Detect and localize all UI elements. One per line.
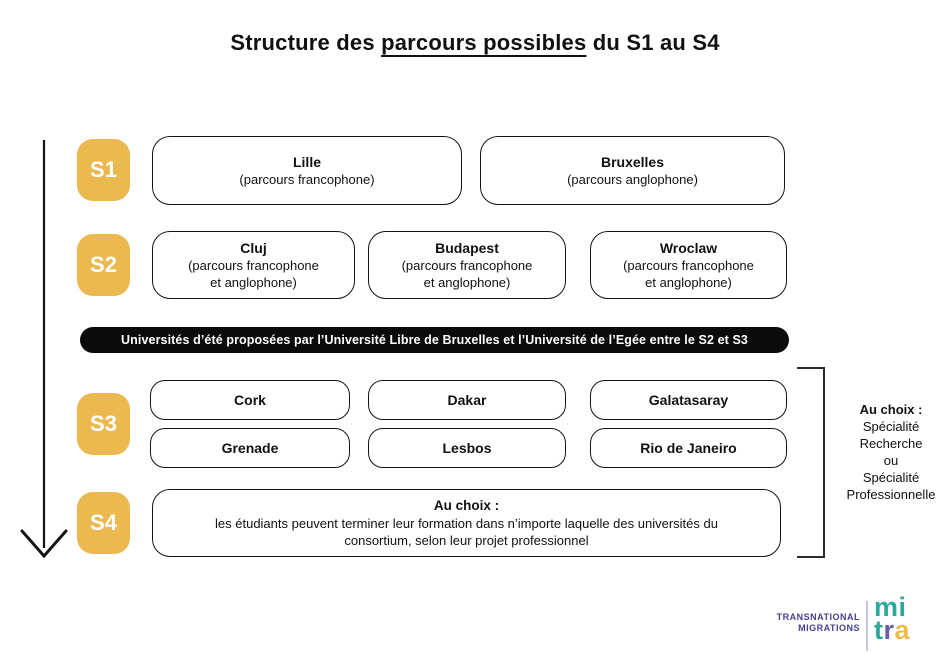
speciality-note-line: Spécialité	[862, 419, 920, 434]
uni-name: Cork	[234, 392, 266, 408]
badge-s2: S2	[77, 234, 130, 296]
logo-org-name: TRANSNATIONAL MIGRATIONS	[777, 612, 860, 634]
uni-name: Cluj	[240, 240, 267, 256]
uni-name: Galatasaray	[648, 392, 729, 408]
uni-box-dakar: Dakar	[368, 380, 566, 420]
page-title: Structure des parcours possibles du S1 a…	[0, 30, 950, 56]
s4-choice-heading: Au choix :	[433, 498, 500, 513]
badge-s4: S4	[77, 492, 130, 554]
uni-box-galatasaray: Galatasaray	[590, 380, 787, 420]
mark-line-2: tra	[874, 617, 910, 644]
speciality-bracket-icon	[797, 367, 825, 558]
mark-letter-r: r	[883, 615, 895, 645]
mark-letter-i: i	[898, 592, 907, 622]
speciality-note-line: Spécialité	[862, 470, 920, 485]
badge-s1-label: S1	[90, 157, 117, 182]
title-suffix: du S1 au S4	[586, 30, 720, 55]
uni-sub: (parcours anglophone)	[567, 172, 698, 187]
speciality-note-line: ou	[883, 453, 899, 468]
speciality-note: Au choix : Spécialité Recherche ou Spéci…	[835, 401, 947, 503]
uni-box-wroclaw: Wroclaw (parcours francophone et angloph…	[590, 231, 787, 299]
speciality-note-heading: Au choix :	[859, 402, 923, 417]
uni-box-budapest: Budapest (parcours francophone et anglop…	[368, 231, 566, 299]
uni-name: Dakar	[447, 392, 487, 408]
uni-box-lille: Lille (parcours francophone)	[152, 136, 462, 205]
uni-sub: (parcours francophone et anglophone)	[401, 258, 533, 290]
badge-s3: S3	[77, 393, 130, 455]
uni-sub: (parcours francophone et anglophone)	[188, 258, 319, 290]
uni-sub: (parcours francophone)	[239, 172, 375, 187]
mitra-logo: TRANSNATIONAL MIGRATIONS mi tra	[760, 594, 945, 656]
mark-letter-m: m	[874, 592, 899, 622]
uni-name: Bruxelles	[600, 154, 665, 170]
timeline-arrow-icon	[20, 140, 68, 559]
uni-name: Rio de Janeiro	[640, 440, 737, 456]
uni-name: Budapest	[435, 240, 499, 256]
summer-universities-banner: Universités d’été proposées par l’Univer…	[80, 327, 789, 353]
uni-box-bruxelles: Bruxelles (parcours anglophone)	[480, 136, 785, 205]
uni-name: Lesbos	[442, 440, 492, 456]
uni-box-lesbos: Lesbos	[368, 428, 566, 468]
uni-name: Wroclaw	[659, 240, 718, 256]
title-prefix: Structure des	[230, 30, 382, 55]
s4-choice-body: les étudiants peuvent terminer leur form…	[215, 516, 718, 548]
uni-box-rio-de-janeiro: Rio de Janeiro	[590, 428, 787, 468]
uni-box-cork: Cork	[150, 380, 350, 420]
badge-s2-label: S2	[90, 252, 117, 277]
logo-org-line1: TRANSNATIONAL	[776, 612, 860, 622]
mark-line-1: mi	[874, 594, 910, 621]
title-underlined: parcours possibles	[381, 30, 587, 55]
banner-text: Universités d’été proposées par l’Univer…	[121, 333, 748, 347]
mark-letter-t: t	[874, 615, 884, 645]
uni-name: Grenade	[221, 440, 279, 456]
badge-s1: S1	[77, 139, 130, 201]
badge-s4-label: S4	[90, 510, 117, 535]
uni-box-cluj: Cluj (parcours francophone et anglophone…	[152, 231, 355, 299]
speciality-note-line: Professionnelle	[846, 487, 936, 502]
badge-s3-label: S3	[90, 411, 117, 436]
logo-divider	[866, 601, 868, 651]
uni-box-s4-choice: Au choix : les étudiants peuvent termine…	[152, 489, 781, 557]
logo-org-line2: MIGRATIONS	[798, 623, 860, 633]
mitra-wordmark-icon: mi tra	[874, 594, 910, 644]
uni-box-grenade: Grenade	[150, 428, 350, 468]
uni-name: Lille	[292, 154, 321, 170]
mark-letter-a: a	[894, 615, 911, 645]
uni-sub: (parcours francophone et anglophone)	[623, 258, 754, 290]
speciality-note-line: Recherche	[859, 436, 923, 451]
